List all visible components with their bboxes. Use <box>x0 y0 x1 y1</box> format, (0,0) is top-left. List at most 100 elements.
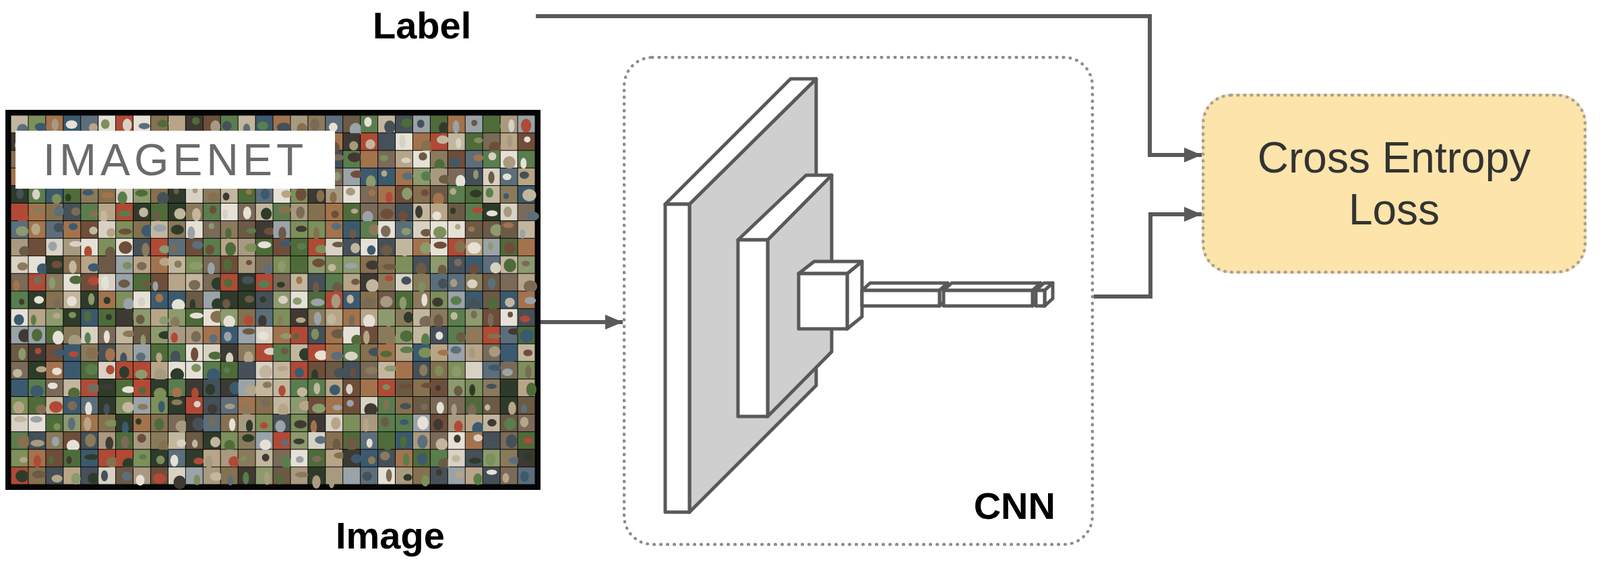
photo-ground <box>221 291 238 309</box>
mosaic-photo <box>168 379 186 399</box>
mosaic-photo <box>290 414 308 432</box>
mosaic-photo <box>28 379 46 398</box>
photo-subject <box>222 120 232 131</box>
mosaic-photo <box>150 309 169 327</box>
photo-subject <box>188 279 201 290</box>
mosaic-photo <box>378 396 395 414</box>
photo-ground <box>483 238 501 256</box>
photo-ground <box>308 291 325 309</box>
mosaic-photo <box>360 309 378 329</box>
photo-ground <box>360 291 378 309</box>
mosaic-photo <box>343 186 360 203</box>
photo-ground <box>465 326 483 344</box>
mosaic-photo <box>518 273 538 292</box>
mosaic-photo <box>483 309 501 327</box>
photo-subject <box>280 333 293 340</box>
photo-subject <box>191 363 201 373</box>
mosaic-photo <box>448 414 466 433</box>
mosaic-photo <box>80 115 98 133</box>
photo-subject <box>121 436 130 449</box>
mosaic-photo <box>98 273 116 291</box>
mosaic-photo <box>500 361 518 379</box>
photo-ground <box>360 414 378 432</box>
photo-ground <box>11 291 29 309</box>
photo-ground <box>273 432 291 449</box>
mosaic-photo <box>45 221 65 238</box>
photo-ground <box>290 326 308 344</box>
photo-ground <box>518 344 536 362</box>
photo-subject <box>15 470 29 483</box>
mosaic-photo <box>11 309 29 327</box>
mosaic-photo <box>430 361 448 379</box>
mosaic-photo <box>203 203 221 221</box>
mosaic-photo <box>308 115 325 133</box>
mosaic-photo <box>273 309 291 327</box>
photo-subject <box>35 347 42 354</box>
photo-subject <box>101 119 110 129</box>
mosaic-photo <box>413 291 430 309</box>
mosaic-photo <box>63 273 83 291</box>
photo-ground <box>308 326 325 344</box>
photo-ground <box>500 186 518 203</box>
photo-ground <box>500 467 518 484</box>
mosaic-photo <box>343 467 360 484</box>
photo-ground <box>465 379 483 397</box>
photo-ground <box>168 203 186 221</box>
photo-ground <box>325 396 343 414</box>
photo-subject <box>349 140 358 151</box>
photo-subject <box>207 192 221 203</box>
photo-ground <box>378 221 395 238</box>
mosaic-photo <box>483 203 501 221</box>
photo-subject <box>105 365 114 375</box>
photo-ground <box>45 361 63 379</box>
mosaic-photo <box>203 414 221 432</box>
mosaic-photo <box>430 203 448 221</box>
mosaic-photo <box>115 414 133 436</box>
photo-subject <box>487 277 497 290</box>
mosaic-photo <box>290 221 308 238</box>
photo-ground <box>80 414 98 432</box>
photo-ground <box>11 379 29 397</box>
photo-ground <box>150 467 168 484</box>
photo-subject <box>363 418 369 433</box>
mosaic-photo <box>325 273 343 293</box>
photo-subject <box>520 404 528 413</box>
mosaic-photo <box>133 414 151 432</box>
photo-ground <box>483 344 501 362</box>
photo-ground <box>63 203 81 221</box>
mosaic-photo <box>430 133 449 151</box>
photo-ground <box>115 432 133 449</box>
mosaic-photo <box>80 432 98 449</box>
mosaic-photo <box>518 326 536 344</box>
mosaic-photo <box>378 203 395 221</box>
photo-subject <box>345 384 353 395</box>
photo-ground <box>273 467 291 484</box>
mosaic-frame <box>5 109 541 490</box>
mosaic-photo <box>150 291 168 309</box>
photo-ground <box>238 291 256 309</box>
mosaic-photo <box>308 221 325 241</box>
photo-subject <box>262 453 270 462</box>
mosaic-photo <box>448 133 466 151</box>
mosaic-photo <box>80 361 98 379</box>
mosaic-photo <box>518 168 536 186</box>
photo-subject <box>363 330 370 345</box>
mosaic-photo <box>98 467 116 484</box>
photo-ground <box>360 186 378 203</box>
mosaic-photo <box>133 238 151 257</box>
mosaic-photo <box>378 432 395 451</box>
photo-subject <box>259 365 273 379</box>
photo-subject <box>455 138 461 150</box>
mosaic-photo <box>28 361 47 379</box>
photo-ground <box>378 379 395 397</box>
mosaic-photo <box>448 256 466 273</box>
photo-ground <box>115 256 133 273</box>
photo-subject <box>345 351 358 361</box>
photo-ground <box>221 238 238 256</box>
mosaic-photo <box>448 449 466 467</box>
photo-subject <box>473 434 483 442</box>
photo-ground <box>343 238 360 256</box>
mosaic-photo <box>465 449 483 467</box>
mosaic-photo <box>45 449 63 467</box>
photo-ground <box>360 432 378 449</box>
